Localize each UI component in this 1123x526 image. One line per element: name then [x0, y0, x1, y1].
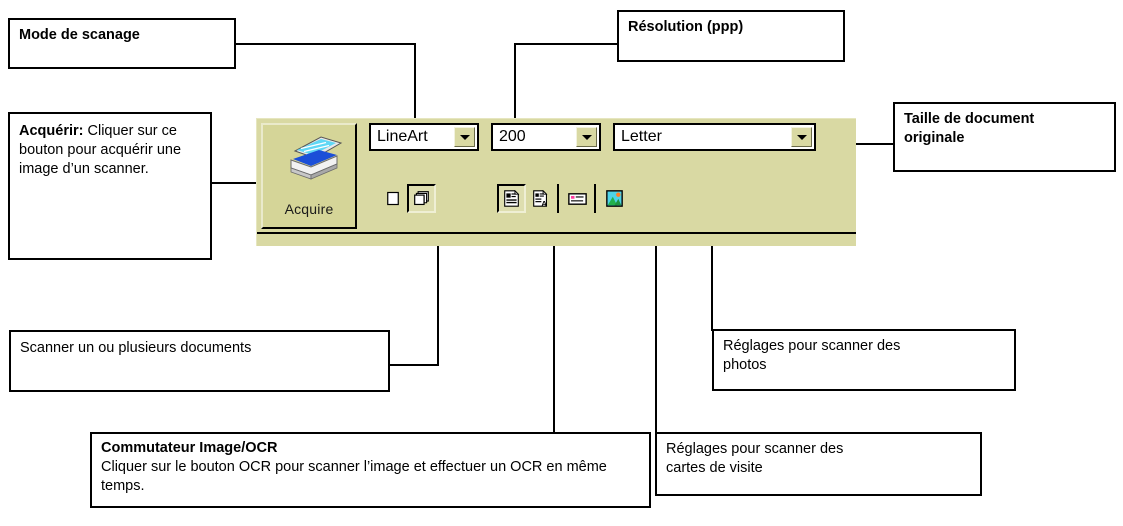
photo-button[interactable] — [600, 184, 629, 213]
leader-line-image-ocr-v — [553, 238, 555, 433]
leader-line-resolution-v — [514, 43, 516, 123]
scanner-icon — [281, 133, 343, 185]
image-ocr-group: A — [497, 184, 559, 213]
photo-group — [600, 184, 629, 213]
leader-line-scan-mode-h — [234, 43, 416, 45]
document-ocr-icon: A — [532, 190, 549, 207]
business-card-button[interactable] — [563, 184, 592, 213]
document-size-value: Letter — [621, 128, 662, 145]
multi-page-button[interactable] — [407, 184, 436, 213]
chevron-down-icon-resolution[interactable] — [576, 127, 597, 147]
chevron-down-icon-document-size[interactable] — [791, 127, 812, 147]
ocr-mode-button[interactable]: A — [526, 184, 555, 213]
callout-acquire-heading: Acquérir: — [19, 123, 84, 139]
callout-resolution-text: Résolution (ppp) — [628, 19, 744, 35]
scan-mode-value: LineArt — [377, 128, 428, 145]
leader-line-card-v — [655, 238, 657, 433]
acquire-button[interactable]: Acquire — [261, 123, 357, 229]
single-page-icon — [386, 191, 399, 206]
photo-icon — [606, 190, 623, 207]
scan-mode-select[interactable]: LineArt — [369, 123, 479, 151]
document-image-icon — [503, 190, 520, 207]
leader-line-scan-docs-v — [437, 238, 439, 365]
callout-document-size-line1: Taille de document — [904, 111, 1035, 127]
resolution-value: 200 — [499, 128, 526, 145]
scan-mode-group: A — [497, 184, 629, 213]
leader-line-acquire-h — [211, 182, 286, 184]
acquire-button-label: Acquire — [284, 201, 334, 217]
callout-photo-settings-line2: photos — [723, 356, 767, 373]
scanner-toolbar: Acquire LineArt 200 Letter — [256, 118, 856, 246]
callout-acquire-body: Cliquer sur ce bouton pour acquérir une … — [19, 123, 182, 177]
callout-scan-documents-text: Scanner un ou plusieurs documents — [20, 340, 252, 356]
leader-line-photo-v — [711, 238, 713, 330]
resolution-select[interactable]: 200 — [491, 123, 601, 151]
single-page-button[interactable] — [378, 184, 407, 213]
callout-document-size-line2: originale — [904, 129, 965, 146]
callout-image-ocr: Commutateur Image/OCR Cliquer sur le bou… — [90, 432, 651, 508]
callout-card-settings-line2: cartes de visite — [666, 459, 763, 476]
chevron-down-icon-scan-mode[interactable] — [454, 127, 475, 147]
business-card-icon — [568, 192, 587, 206]
callout-resolution: Résolution (ppp) — [617, 10, 845, 62]
toolbar-bottom-strip — [257, 232, 856, 246]
multi-page-icon — [413, 190, 430, 207]
callout-card-settings: Réglages pour scanner des cartes de visi… — [655, 432, 982, 496]
callout-photo-settings: Réglages pour scanner des photos — [712, 329, 1016, 391]
leader-line-scan-mode-v — [414, 43, 416, 123]
callout-card-settings-line1: Réglages pour scanner des — [666, 441, 844, 457]
callout-image-ocr-heading: Commutateur Image/OCR — [101, 440, 278, 456]
business-card-group — [563, 184, 596, 213]
callout-image-ocr-body: Cliquer sur le bouton OCR pour scanner l… — [101, 458, 607, 494]
callout-acquire: Acquérir: Cliquer sur ce bouton pour acq… — [8, 112, 212, 260]
page-mode-buttons — [378, 184, 436, 213]
callout-scan-mode: Mode de scanage — [8, 18, 236, 69]
svg-text:A: A — [541, 199, 547, 207]
callout-scan-mode-text: Mode de scanage — [19, 27, 140, 43]
page-mode-group — [378, 184, 436, 213]
document-size-select[interactable]: Letter — [613, 123, 816, 151]
leader-line-scan-docs-h — [389, 364, 439, 366]
callout-scan-documents: Scanner un ou plusieurs documents — [9, 330, 390, 392]
leader-line-resolution-h — [514, 43, 619, 45]
image-mode-button[interactable] — [497, 184, 526, 213]
callout-photo-settings-line1: Réglages pour scanner des — [723, 338, 901, 354]
callout-document-size: Taille de document originale — [893, 102, 1116, 172]
